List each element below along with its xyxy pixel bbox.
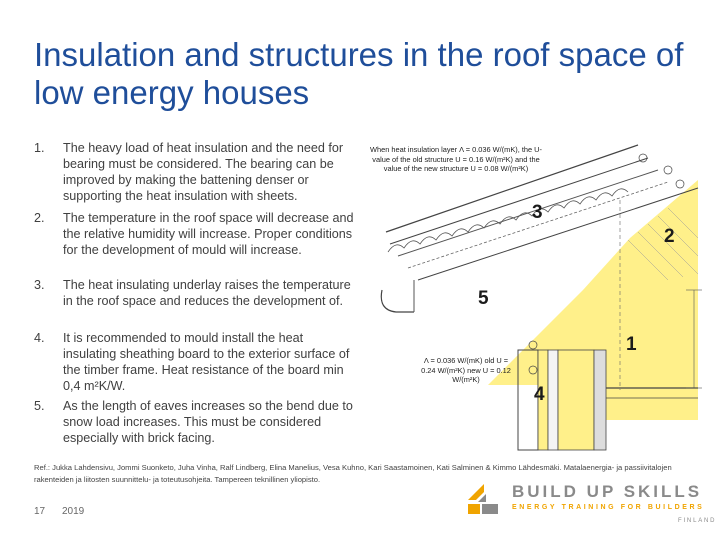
footer-year: 2019 <box>62 506 85 517</box>
list-item-number: 2. <box>34 211 45 225</box>
slide-number: 17 <box>34 506 46 517</box>
roof-line <box>389 157 649 245</box>
list-item-text: The temperature in the roof space will d… <box>63 211 354 257</box>
list-item-text: As the length of eaves increases so the … <box>63 399 353 445</box>
callout-badge: 3 <box>532 202 543 223</box>
hatching <box>627 207 699 281</box>
wall-insulation <box>557 349 595 451</box>
build-up-skills-logo: BUILD UP SKILLS ENERGY TRAINING FOR BUIL… <box>466 480 716 535</box>
logo-line-1: BUILD UP SKILLS <box>512 482 703 501</box>
callout-markers <box>528 153 685 375</box>
list-item-text: The heat insulating underlay raises the … <box>63 278 351 308</box>
u-value-note-bottom: Λ = 0.036 W/(mK) old U = 0.24 W/(m²K) ne… <box>421 356 511 384</box>
roof-line <box>417 187 699 281</box>
roof-tiles <box>387 188 629 253</box>
roof-section-drawing: When heat insulation layer Λ = 0.036 W/(… <box>368 140 708 452</box>
inner-lining <box>593 349 607 451</box>
list-item-number: 5. <box>34 399 45 413</box>
list-item-number: 1. <box>34 141 45 155</box>
page-title: Insulation and structures in the roof sp… <box>34 36 684 111</box>
list-item-number: 3. <box>34 278 45 292</box>
callout-badge: 4 <box>534 384 545 405</box>
logo-line-3: FINLAND <box>678 518 717 524</box>
callout-badge: 5 <box>478 288 489 309</box>
callout-badge: 1 <box>626 334 637 355</box>
logo-mark-icon <box>468 484 498 514</box>
list-item-number: 4. <box>34 331 45 345</box>
gutter <box>380 289 414 313</box>
list-item-text: The heavy load of heat insulation and th… <box>63 141 344 203</box>
sheathing-board <box>547 349 559 451</box>
roof-line <box>385 144 639 233</box>
reference-text: Ref.: Jukka Lahdensivu, Jommi Suonketo, … <box>34 463 672 484</box>
roof-section-svg <box>380 144 702 451</box>
list-item-text: It is recommended to mould install the h… <box>63 331 350 393</box>
callout-badge: 2 <box>664 226 675 247</box>
logo-line-2: ENERGY TRAINING FOR BUILDERS <box>512 504 705 511</box>
roof-line <box>407 181 669 269</box>
u-value-note-top: When heat insulation layer Λ = 0.036 W/(… <box>370 145 542 173</box>
